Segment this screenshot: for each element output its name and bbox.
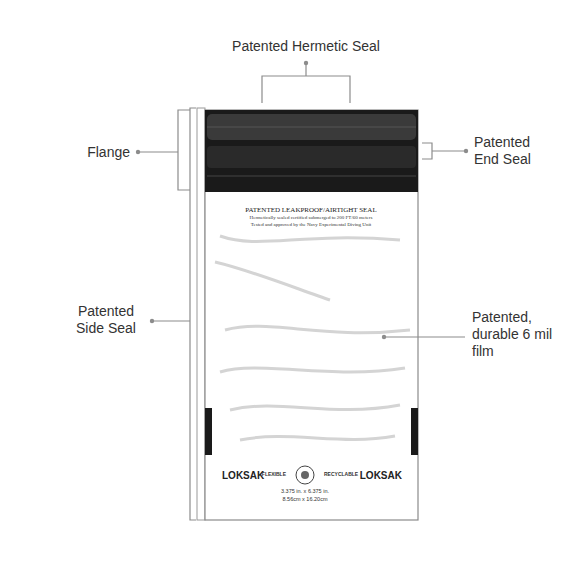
bag-print: FLEXIBLE — [262, 471, 286, 477]
hermetic-bracket — [262, 76, 350, 103]
side-mark — [205, 408, 212, 455]
leader-line — [138, 151, 178, 152]
flange-band — [205, 110, 418, 192]
seal-band — [207, 146, 416, 168]
bag-print: RECYCLABLE — [324, 471, 358, 477]
side-seal-strip — [197, 108, 205, 520]
callout-label: Patented, durable 6 mil film — [472, 309, 556, 359]
leader-lines — [138, 64, 466, 520]
leader-dots — [136, 61, 468, 339]
bag-print: PATENTED LEAKPROOF/AIRTIGHT SEAL — [245, 206, 376, 214]
end-seal-bracket — [422, 143, 432, 159]
bag-print: Hermetically sealed certified submerged … — [250, 215, 373, 221]
seal-groove — [207, 176, 416, 177]
leader-line — [152, 320, 190, 321]
leader-line — [305, 64, 306, 76]
leader-line — [432, 150, 466, 151]
callout-label: Flange — [87, 144, 130, 161]
brand-logo: LOKSAK — [360, 470, 402, 482]
dimension: 3.375 in. x 6.375 in. — [281, 488, 329, 495]
bag-print: Tested and approved by the Navy Experime… — [251, 222, 371, 228]
side-seal-bracket — [190, 108, 196, 520]
brand-logo: LOKSAK — [222, 470, 264, 482]
seal-groove — [207, 127, 416, 128]
callout-label: Patented Hermetic Seal — [232, 38, 380, 55]
film-wrinkles — [215, 236, 410, 440]
side-mark — [411, 408, 418, 455]
dimension: 8.56cm x 16.20cm — [283, 496, 328, 503]
logo-dot — [301, 471, 309, 479]
hermetic-seal-band — [207, 114, 416, 140]
leader-line — [384, 336, 465, 337]
flange-bracket — [178, 110, 190, 190]
bag-film — [205, 110, 418, 520]
callout-label: Patented Side Seal — [66, 303, 146, 337]
callout-label: Patented End Seal — [474, 134, 556, 168]
logo-circle — [296, 466, 314, 484]
